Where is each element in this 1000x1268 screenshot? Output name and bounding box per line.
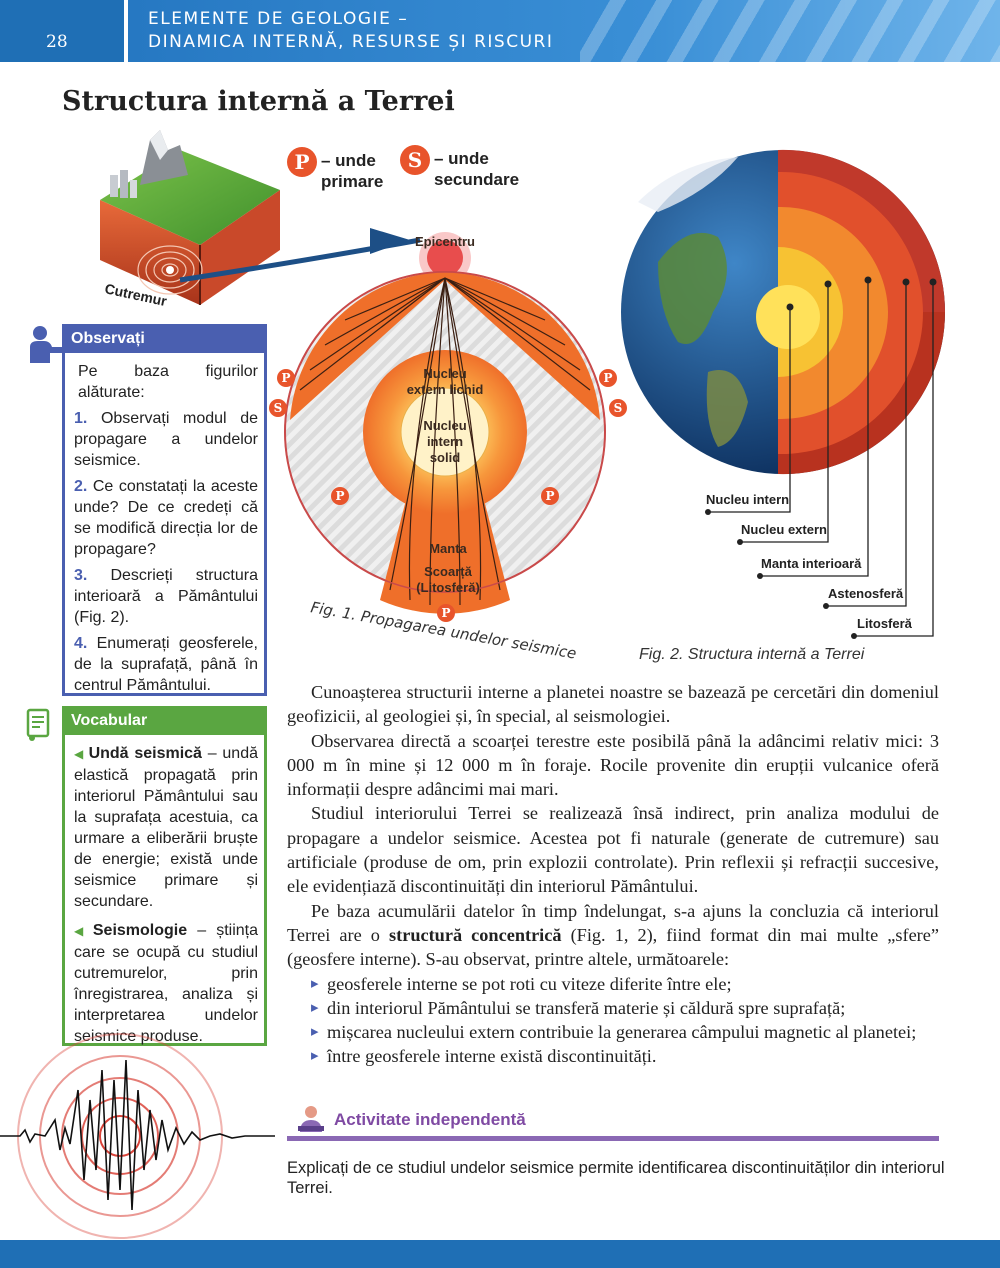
outer-core-label-2: extern lichid [407,382,484,397]
activity-icon [298,1106,324,1132]
observati-num-1: 1. [74,410,88,427]
observati-item-2: 2. Ce constatați la aceste unde? De ce c… [74,476,258,560]
observati-text-4: Enumerați geosferele, de la suprafață, p… [74,635,258,694]
triangle-icon: ◀ [74,924,89,938]
earth-label-lines [705,280,934,639]
p-badge-right: P [603,371,612,385]
footer-bar [0,1240,1000,1268]
p-badge-bottom: P [441,606,450,620]
label-astenosfera: Astenosferă [828,586,904,601]
p-badge-left: P [281,371,290,385]
paragraph-4-b: (Fig. 1, 2), fiind format din mai multe … [287,924,939,970]
paragraph-4-bold: structură concentrică [389,924,562,945]
p-badge-mid-right: P [545,489,554,503]
list-item: între geosferele interne există disconti… [311,1044,939,1069]
inner-core-label-1: Nucleu [423,418,466,433]
paragraph-4: Pe baza acumulării datelor în timp îndel… [287,899,939,972]
observati-item-4: 4. Enumerați geosferele, de la suprafață… [74,633,258,696]
paragraph-4-a: Pe baza acumulării datelor în timp îndel… [287,900,939,945]
vocabular-def-2: – știința care se ocupă cu studiul cutre… [74,922,258,1045]
label-nucleu-extern: Nucleu extern [741,522,827,537]
paragraph-1: Cunoașterea structurii interne a planete… [287,682,939,727]
vocabular-box: Vocabular ◀Undă seismică – undă elastică… [62,706,267,1046]
chapter-title-line1: ELEMENTE DE GEOLOGIE – [148,9,409,29]
p-wave-badge: P [287,147,317,177]
observati-box: Observați Pe baza figurilor alăturate: 1… [62,324,267,696]
chapter-title-line2: DINAMICA INTERNĂ, RESURSE ȘI RISCURI [148,32,554,52]
arrow-to-epicenter [370,228,410,254]
label-nucleu-intern: Nucleu intern [706,492,790,507]
vocabulary-icon [26,708,50,741]
observati-num-2: 2. [74,478,88,495]
header-band [128,0,1000,62]
observati-body: Pe baza figurilor alăturate: 1. Observaț… [65,353,264,696]
legend-p-text: – unde primare [321,150,383,192]
outer-core-label-1: Nucleu [423,366,466,381]
s-badge-left: S [274,401,283,415]
fig2-caption: Fig. 2. Structura internă a Terrei [639,646,865,663]
paragraph-2: Observarea directă a scoarței terestre e… [287,730,939,800]
vocabular-entry-1: ◀Undă seismică – undă elastică propagată… [74,743,258,912]
paragraph-3: Studiul interiorului Terrei se realizeaz… [287,803,939,897]
legend-p-line2: primare [321,172,384,191]
vocabular-def-1: – undă elastică propagată prin interioru… [74,745,258,910]
p-badge-mid-left: P [335,489,344,503]
observati-title: Observați [65,327,264,353]
earth-cutaway [621,149,945,475]
label-manta-interioara: Manta interioară [761,556,862,571]
chapter-title: ELEMENTE DE GEOLOGIE – DINAMICA INTERNĂ,… [148,8,553,54]
observati-item-3: 3. Descrieți structura interioară a Pămâ… [74,565,258,628]
vocabular-body: ◀Undă seismică – undă elastică propagată… [65,735,264,1047]
observati-intro: Pe baza figurilor alăturate: [78,363,258,401]
activity-text: Explicați de ce studiul undelor seismice… [287,1159,945,1197]
observations-list: geosferele interne se pot roti cu viteze… [287,972,939,1069]
legend-s-line2: secundare [434,170,520,189]
seismic-wave-diagram: Epicentru Nucleu extern lichid Nucleu in… [269,232,627,663]
mantle-label: Manta [429,541,467,556]
vocabular-title: Vocabular [65,709,264,735]
inner-core-label-2: intern [427,434,463,449]
crust-label-2: (Litosferă) [416,580,480,595]
main-text: Cunoașterea structurii interne a planete… [287,680,939,1069]
legend-s-text: – unde secundare [434,148,519,190]
observer-icon [30,326,62,363]
list-item: geosferele interne se pot roti cu viteze… [311,972,939,997]
vocabular-term-2: Seismologie [92,922,188,939]
epicentru-label: Epicentru [415,234,475,249]
observati-text-1: Observați modul de propagare a undelor s… [74,410,258,469]
legend-p-line1: – unde [321,151,376,170]
observati-num-3: 3. [74,567,88,584]
s-wave-badge: S [400,145,430,175]
observati-num-4: 4. [74,635,88,652]
page-title: Structura internă a Terrei [62,86,455,117]
observati-text-2: Ce constatați la aceste unde? De ce cred… [74,478,258,558]
list-item: mișcarea nucleului extern contribuie la … [311,1020,939,1045]
inner-core-label-3: solid [430,450,460,465]
header-stripes [580,0,1000,62]
seismogram-illustration [0,1033,275,1239]
list-item: din interiorul Pământului se transferă m… [311,996,939,1021]
activity-divider [287,1136,939,1141]
s-badge-right: S [614,401,623,415]
label-litosfera: Litosferă [857,616,912,631]
triangle-icon: ◀ [74,747,85,761]
crust-label-1: Scoarță [424,564,472,579]
activity-title: Activitate independentă [334,1110,526,1129]
vocabular-term-1: Undă seismică [88,745,202,762]
earthquake-block-illustration: Cutremur [100,130,421,309]
observati-item-1: 1. Observați modul de propagare a undelo… [74,408,258,471]
vocabular-entry-2: ◀Seismologie – știința care se ocupă cu … [74,920,258,1047]
legend-s-line1: – unde [434,149,489,168]
observati-text-3: Descrieți structura interioară a Pământu… [74,567,258,626]
page-number: 28 [0,0,124,62]
